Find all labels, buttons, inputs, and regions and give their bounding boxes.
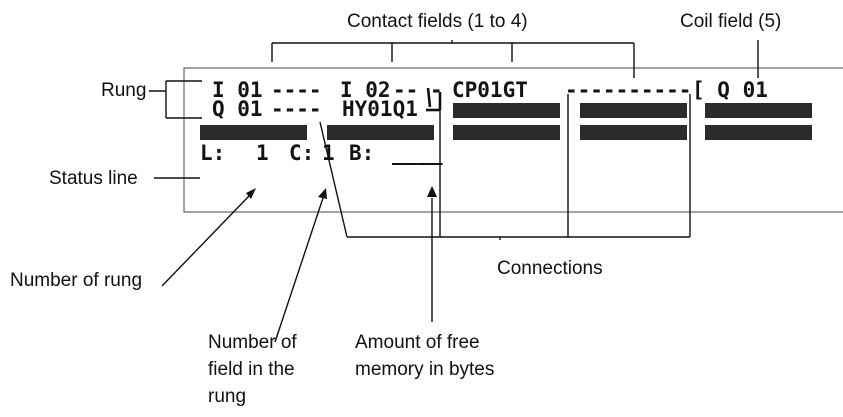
lcd-rung-2: Q 01 ---- HY01Q1 <box>212 97 812 121</box>
rung-bracket <box>149 80 202 119</box>
coil-q01: [ Q 01 <box>692 78 768 102</box>
number-of-rung-arrow <box>161 188 256 287</box>
lcd-rung-1: I 01 ---- I 02 -- - CP01GT ---------- [ … <box>212 78 768 102</box>
wire-2: -- <box>393 78 418 102</box>
contact-cp01gt: CP01GT <box>452 78 528 102</box>
empty-field <box>327 125 434 140</box>
number-of-field-label-3: rung <box>208 386 246 407</box>
lcd-rung-3 <box>200 125 812 140</box>
status-line-value: 1 <box>256 141 269 165</box>
free-memory-arrow <box>427 186 437 322</box>
lcd-status-line: L: 1 C: 1 B: ____ <box>200 141 443 165</box>
empty-field <box>200 125 307 140</box>
rung-junction <box>426 87 442 112</box>
empty-field <box>580 103 687 118</box>
status-col-label: C: <box>289 141 314 165</box>
contact-q01: Q 01 <box>212 97 263 121</box>
number-of-rung-label: Number of rung <box>10 270 142 291</box>
connections-leaders <box>319 94 691 240</box>
status-col-value: 1 <box>322 141 335 165</box>
contact-i02: I 02 <box>340 78 391 102</box>
wire-5: ---- <box>271 97 322 121</box>
free-memory-label-1: Amount of free <box>355 332 480 353</box>
number-of-field-arrow <box>274 188 327 343</box>
empty-field <box>453 125 560 140</box>
coil-field-label: Coil field (5) <box>680 11 781 32</box>
wire-4: ---------- <box>565 78 691 102</box>
number-of-field-label-1: Number of <box>208 332 297 353</box>
connections-label: Connections <box>497 258 603 279</box>
contact-hy01q1: HY01Q1 <box>342 97 418 121</box>
contact-i01: I 01 <box>212 78 263 102</box>
contact-fields-label: Contact fields (1 to 4) <box>347 11 528 32</box>
status-bytes-value: ____ <box>392 141 443 165</box>
status-line-annotation: Status line <box>49 168 138 189</box>
wire-1: ---- <box>271 78 322 102</box>
empty-field <box>580 125 687 140</box>
contact-fields-bracket <box>271 40 635 78</box>
empty-field <box>705 103 812 118</box>
empty-field <box>705 125 812 140</box>
free-memory-label-2: memory in bytes <box>355 359 494 380</box>
rung-label: Rung <box>101 80 146 101</box>
number-of-field-label-2: field in the <box>208 359 295 380</box>
status-bytes-label: B: <box>349 141 374 165</box>
status-line-label: L: <box>200 141 225 165</box>
empty-field <box>453 103 560 118</box>
